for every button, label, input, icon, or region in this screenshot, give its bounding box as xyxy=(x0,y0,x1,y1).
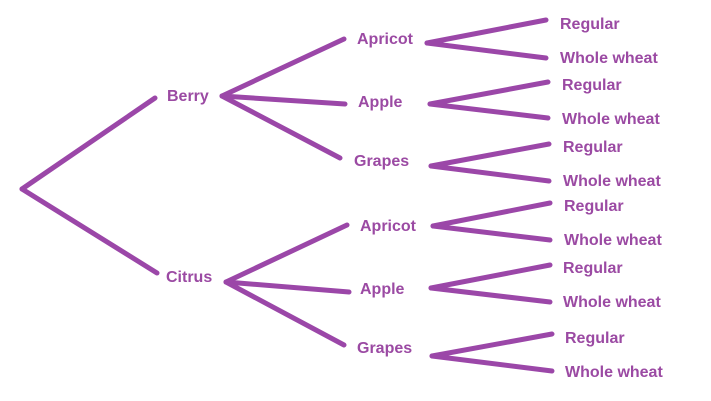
branches xyxy=(19,17,555,374)
node-citrus-apricot: Apricot xyxy=(360,218,417,235)
leaf-regular: Regular xyxy=(565,330,625,347)
leaf-whole-wheat: Whole wheat xyxy=(562,111,660,128)
node-berry-apple: Apple xyxy=(358,94,403,111)
branch-leaf xyxy=(427,79,551,107)
labels: Berry Citrus Apricot Apple Grapes Aprico… xyxy=(166,16,663,381)
branch-leaf xyxy=(424,40,549,61)
leaf-whole-wheat: Whole wheat xyxy=(560,50,658,67)
leaf-whole-wheat: Whole wheat xyxy=(563,173,661,190)
branch-leaf xyxy=(427,101,551,121)
node-citrus-grapes: Grapes xyxy=(357,340,412,357)
leaf-regular: Regular xyxy=(563,139,623,156)
node-citrus-apple: Apple xyxy=(360,281,405,298)
leaf-regular: Regular xyxy=(562,77,622,94)
leaf-regular: Regular xyxy=(560,16,620,33)
branch-root-berry xyxy=(19,95,158,192)
branch-leaf xyxy=(428,285,553,305)
branch-leaf xyxy=(430,200,553,229)
node-berry-grapes: Grapes xyxy=(354,153,409,170)
leaf-whole-wheat: Whole wheat xyxy=(565,364,663,381)
leaf-regular: Regular xyxy=(564,198,624,215)
leaf-regular: Regular xyxy=(563,260,623,277)
node-berry: Berry xyxy=(167,88,209,105)
branch-citrus-apple xyxy=(223,279,352,295)
branch-berry-grapes xyxy=(219,93,343,161)
branch-leaf xyxy=(428,262,553,291)
node-citrus: Citrus xyxy=(166,269,212,286)
branch-leaf xyxy=(430,223,553,243)
branch-leaf xyxy=(428,163,552,184)
node-berry-apricot: Apricot xyxy=(357,31,414,48)
branch-citrus-apricot xyxy=(223,222,350,285)
branch-berry-apple xyxy=(219,93,348,107)
leaf-whole-wheat: Whole wheat xyxy=(564,232,662,249)
branch-leaf xyxy=(428,141,552,169)
branch-berry-apricot xyxy=(219,36,347,99)
branch-leaf xyxy=(429,331,555,359)
branch-leaf xyxy=(424,17,549,46)
branch-citrus-grapes xyxy=(223,279,347,348)
branch-leaf xyxy=(429,353,555,374)
leaf-whole-wheat: Whole wheat xyxy=(563,294,661,311)
branch-root-citrus xyxy=(19,186,160,276)
